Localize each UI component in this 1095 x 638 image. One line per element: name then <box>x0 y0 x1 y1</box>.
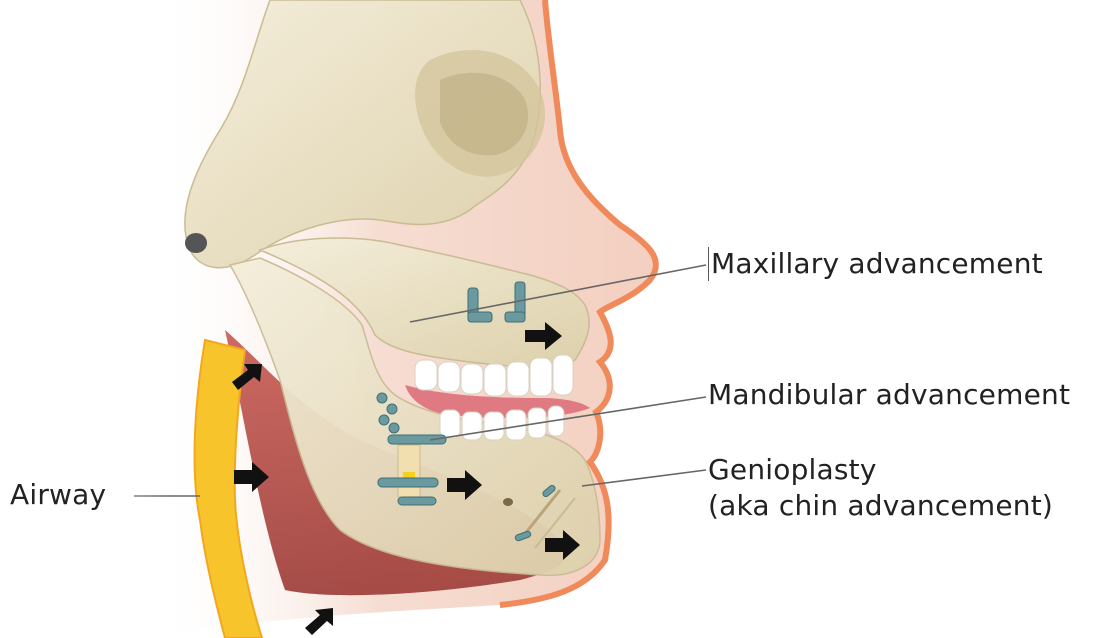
label-genioplasty: Genioplasty <box>708 453 877 487</box>
mandible-osteotomy <box>398 445 420 497</box>
ear-canal <box>185 233 207 253</box>
label-maxillary-advancement: Maxillary advancement <box>708 247 1043 281</box>
label-mandibular-advancement: Mandibular advancement <box>708 378 1070 412</box>
label-genioplasty-subtitle: (aka chin advancement) <box>708 489 1053 523</box>
label-airway: Airway <box>10 478 106 512</box>
